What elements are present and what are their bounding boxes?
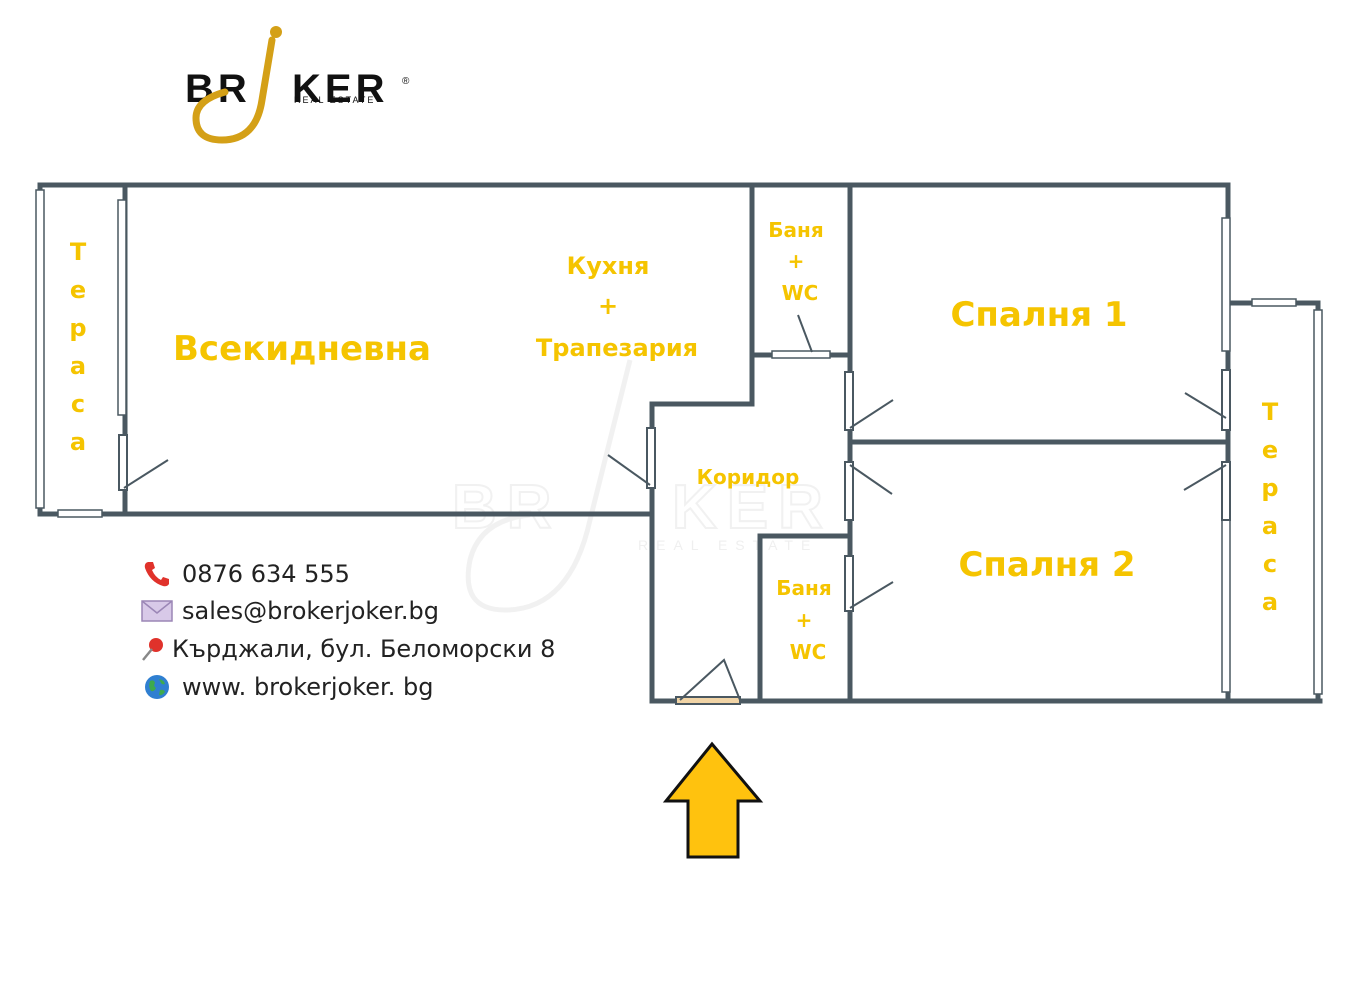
watermark: BR KER REAL ESTATE: [451, 359, 833, 613]
terrace-left-letter-1: Т: [70, 238, 87, 266]
bath1-label-line2: WC: [782, 281, 819, 305]
terrace-right-letter-4: а: [1262, 512, 1278, 540]
mail-icon: [140, 596, 174, 626]
watermark-text-left: BR: [452, 473, 562, 542]
watermark-subtitle: REAL ESTATE: [638, 537, 818, 553]
doors: [118, 314, 1231, 705]
terrace-right-letter-1: Т: [1262, 398, 1279, 426]
terrace-right-letter-5: с: [1263, 550, 1277, 578]
bedroom2-label: Спалня 2: [958, 545, 1135, 585]
contact-website: www. brokerjoker. bg: [140, 669, 660, 705]
terrace-left-letter-5: с: [71, 390, 85, 418]
terrace-right-letter-2: е: [1262, 436, 1278, 464]
globe-icon: [140, 672, 174, 702]
terrace-right-letter-6: а: [1262, 588, 1278, 616]
kitchen-label-plus: +: [598, 292, 618, 320]
bedroom1-label: Спалня 1: [950, 295, 1127, 335]
email-address[interactable]: sales@brokerjoker.bg: [182, 597, 440, 625]
contact-email: sales@brokerjoker.bg: [140, 593, 660, 629]
bath1-label-plus: +: [788, 249, 805, 273]
terrace-right-letter-3: р: [1261, 474, 1278, 502]
terrace-left-label: Т е р а с а: [69, 238, 86, 456]
kitchen-label-line2: Трапезария: [536, 334, 698, 362]
pin-icon: [138, 634, 168, 664]
logo-text-left: BR: [185, 67, 251, 111]
address-text: Кърджали, бул. Беломорски 8: [172, 635, 556, 663]
phone-number: 0876 634 555: [182, 560, 350, 588]
terrace-left-letter-6: а: [70, 428, 86, 456]
terrace-right-label: Т е р а с а: [1261, 398, 1278, 616]
terrace-left-letter-3: р: [69, 314, 86, 342]
logo-dot-icon: [270, 26, 282, 38]
watermark-j-icon: [465, 359, 633, 613]
terrace-left-letter-4: а: [70, 352, 86, 380]
company-logo: BR KER ® REAL ESTATE: [185, 26, 410, 144]
logo-reg-mark: ®: [402, 76, 410, 87]
living-room-label: Всекидневна: [173, 329, 431, 369]
contact-address: Кърджали, бул. Беломорски 8: [138, 631, 658, 667]
logo-j-icon: [192, 36, 276, 144]
bath2-label-line1: Баня: [776, 576, 831, 600]
entrance-arrow-icon: [662, 741, 764, 859]
logo-text-right: KER: [292, 67, 388, 111]
logo-subtitle: REAL ESTATE: [294, 95, 375, 105]
terrace-left-letter-2: е: [70, 276, 86, 304]
bath2-label-line2: WC: [790, 640, 827, 664]
website-link[interactable]: www. brokerjoker. bg: [182, 673, 434, 701]
corridor-label: Коридор: [697, 465, 800, 489]
watermark-text-right: KER: [672, 473, 833, 542]
contact-phone: 0876 634 555: [140, 556, 660, 592]
bath2-label-plus: +: [796, 608, 813, 632]
kitchen-label-line1: Кухня: [567, 252, 650, 280]
phone-icon: [140, 559, 174, 589]
windows: [35, 189, 1323, 695]
bath1-label-line1: Баня: [768, 218, 823, 242]
